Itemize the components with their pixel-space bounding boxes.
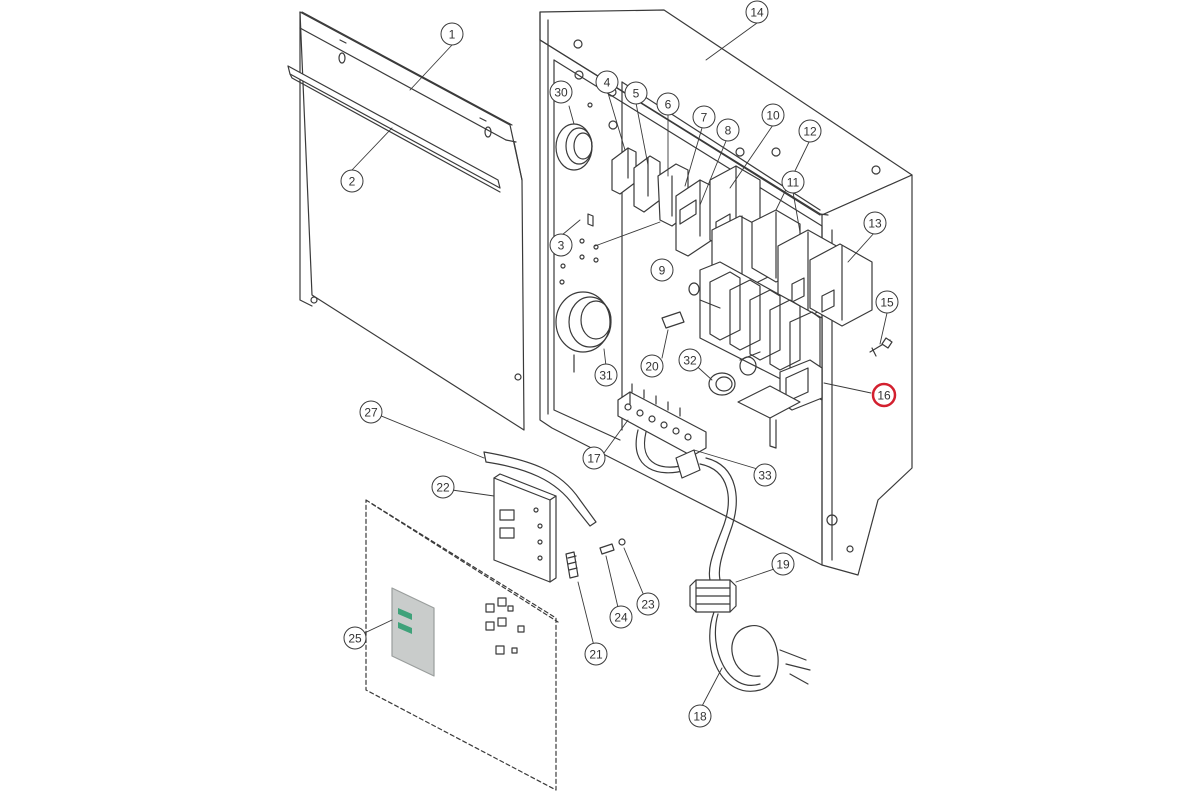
callout-24: 24 <box>609 605 633 629</box>
callout-18-label: 18 <box>693 710 707 724</box>
callout-31-label: 31 <box>599 369 613 383</box>
leader-lines <box>351 22 888 709</box>
callout-16-label: 16 <box>877 389 891 403</box>
callout-11: 11 <box>781 170 805 194</box>
callout-27-label: 27 <box>364 406 378 420</box>
callout-30: 30 <box>549 80 573 104</box>
callout-9-label: 9 <box>659 264 666 278</box>
callout-32-label: 32 <box>683 354 697 368</box>
enclosure-box <box>539 9 913 576</box>
callout-15: 15 <box>875 290 899 314</box>
knockout-bushing-30 <box>555 123 593 171</box>
callout-24-label: 24 <box>614 611 628 625</box>
callout-19: 19 <box>771 552 795 576</box>
standoff-24 <box>599 543 615 555</box>
callout-20: 20 <box>640 354 664 378</box>
callout-18: 18 <box>688 704 712 728</box>
bracket-16-base <box>737 385 801 449</box>
knockout-bushing-31 <box>555 291 612 373</box>
overlay-button-cutouts <box>485 597 525 655</box>
callout-4: 4 <box>595 70 619 94</box>
callout-1: 1 <box>440 22 464 46</box>
bracket-27 <box>483 451 597 527</box>
bushing-32 <box>708 372 736 396</box>
callout-7-label: 7 <box>701 111 708 125</box>
screw-15 <box>869 337 893 357</box>
screw-23 <box>618 538 626 546</box>
callout-23-label: 23 <box>641 598 655 612</box>
callout-27: 27 <box>359 400 383 424</box>
callout-12-label: 12 <box>803 125 817 139</box>
callout-6-label: 6 <box>665 98 672 112</box>
callout-16: 16 <box>871 382 897 408</box>
callout-25: 25 <box>343 626 367 650</box>
callout-13: 13 <box>863 211 887 235</box>
callout-9: 9 <box>650 258 674 282</box>
callout-2-label: 2 <box>349 175 356 189</box>
callout-6: 6 <box>656 92 680 116</box>
callout-10: 10 <box>761 103 785 127</box>
callout-17: 17 <box>582 446 606 470</box>
callout-22: 22 <box>431 475 455 499</box>
callout-25-label: 25 <box>348 632 362 646</box>
mounting-holes <box>559 213 599 285</box>
callout-33: 33 <box>753 463 777 487</box>
callout-14-label: 14 <box>750 6 764 20</box>
ribbon-cable-21 <box>565 551 579 579</box>
cover-panel <box>299 11 525 431</box>
callout-5: 5 <box>624 81 648 105</box>
callout-11-label: 11 <box>787 176 800 190</box>
control-board-22 <box>493 473 557 583</box>
rail-strip <box>287 65 501 193</box>
callout-12: 12 <box>798 119 822 143</box>
callout-30-label: 30 <box>554 86 568 100</box>
callout-8: 8 <box>716 118 740 142</box>
callout-33-label: 33 <box>758 469 772 483</box>
callout-19-label: 19 <box>776 558 790 572</box>
callout-21-label: 21 <box>589 648 603 662</box>
label-panel <box>391 587 435 677</box>
callout-13-label: 13 <box>868 217 882 231</box>
callout-31: 31 <box>594 363 618 387</box>
callout-1-label: 1 <box>449 28 456 42</box>
callout-2: 2 <box>340 169 364 193</box>
cable-assembly-18 <box>635 429 811 692</box>
callout-21: 21 <box>584 642 608 666</box>
callout-23: 23 <box>636 592 660 616</box>
fuse-20 <box>661 311 685 329</box>
callout-5-label: 5 <box>633 87 640 101</box>
callout-14: 14 <box>745 0 769 24</box>
callout-3: 3 <box>549 233 573 257</box>
callout-8-label: 8 <box>725 124 732 138</box>
callout-7: 7 <box>692 105 716 129</box>
callout-20-label: 20 <box>645 360 659 374</box>
callout-10-label: 10 <box>766 109 780 123</box>
callout-3-label: 3 <box>558 239 565 253</box>
callout-17-label: 17 <box>587 452 601 466</box>
cable-gland-19 <box>689 579 737 613</box>
callout-layer: 1 2 3 4 5 6 7 8 <box>340 0 899 728</box>
callout-4-label: 4 <box>604 76 611 90</box>
callout-15-label: 15 <box>880 296 894 310</box>
callout-22-label: 22 <box>436 481 450 495</box>
callout-32: 32 <box>678 348 702 372</box>
front-overlay-25 <box>365 499 559 791</box>
terminal-strip-17 <box>617 383 707 457</box>
